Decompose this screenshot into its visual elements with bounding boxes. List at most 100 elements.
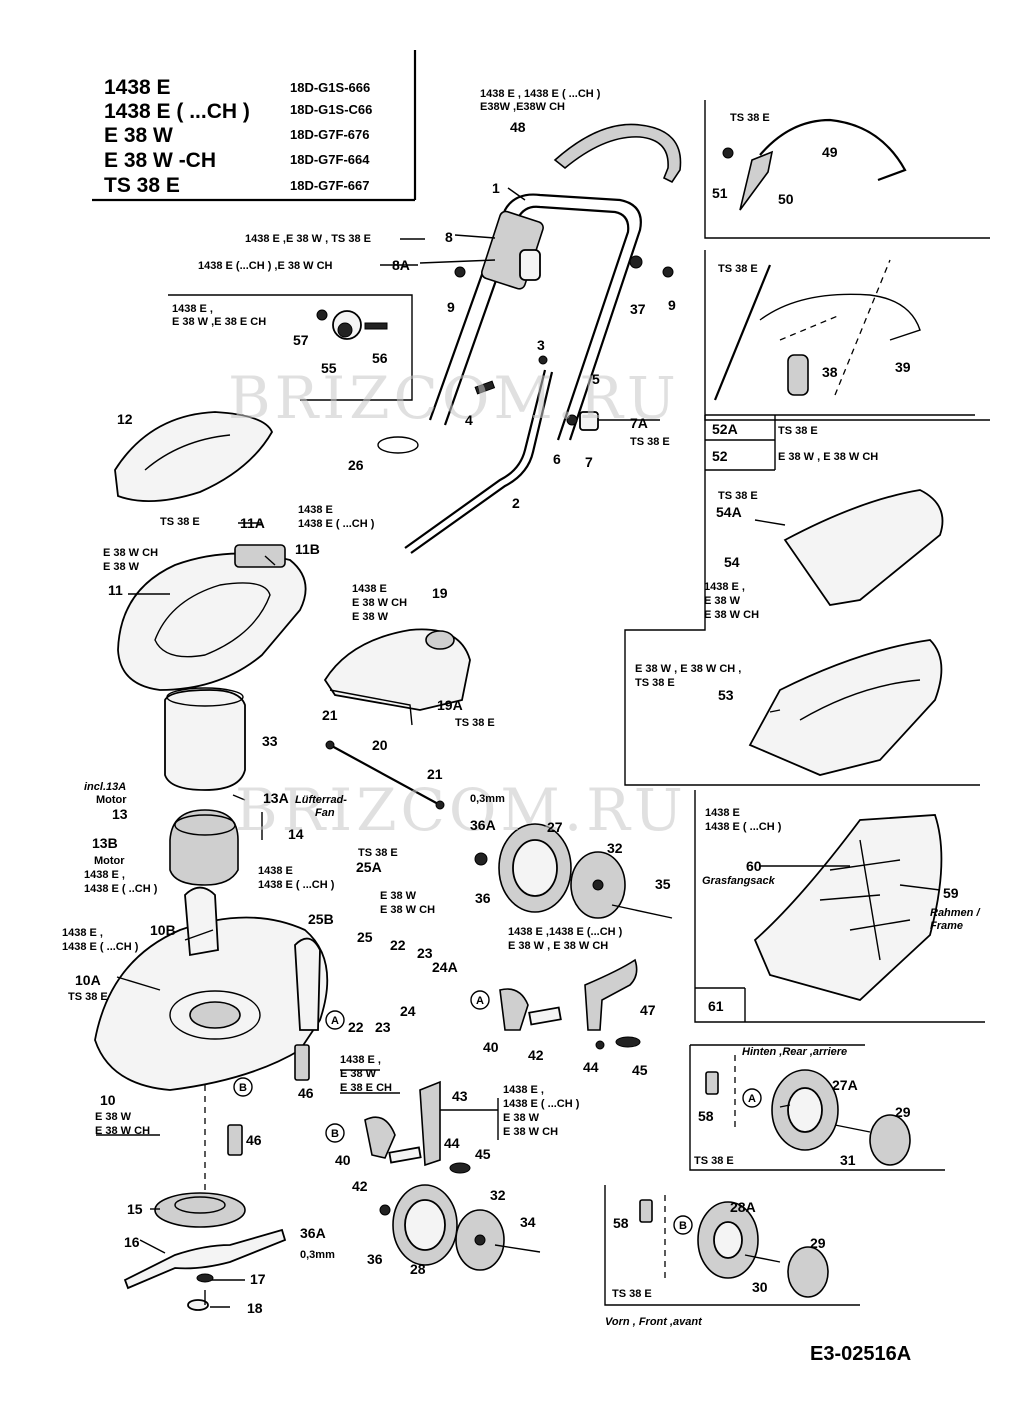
catcher-lid: [783, 489, 944, 606]
svg-text:TS 38 E: TS 38 E: [718, 490, 758, 502]
svg-text:Grasfangsack: Grasfangsack: [702, 875, 776, 887]
svg-text:E 38 W CH: E 38 W CH: [503, 1126, 558, 1138]
svg-text:E 38 W CH: E 38 W CH: [352, 597, 407, 609]
svg-text:1438 E ,: 1438 E ,: [704, 581, 745, 593]
svg-text:9: 9: [668, 297, 676, 313]
svg-text:22: 22: [348, 1019, 364, 1035]
svg-text:incl.13A: incl.13A: [84, 781, 126, 793]
svg-text:26: 26: [348, 457, 364, 473]
knob-box: [168, 294, 413, 401]
svg-text:E 38 W: E 38 W: [352, 611, 389, 623]
model-code: 18D-G7F-676: [290, 127, 369, 142]
svg-text:50: 50: [778, 191, 794, 207]
svg-text:A: A: [748, 1093, 756, 1105]
svg-text:TS 38 E: TS 38 E: [612, 1288, 652, 1300]
svg-text:8: 8: [445, 229, 453, 245]
svg-text:6: 6: [553, 451, 561, 467]
model-table: 1438 E 18D-G1S-666 1438 E ( ...CH ) 18D-…: [92, 50, 417, 202]
svg-text:47: 47: [640, 1002, 656, 1018]
svg-text:1438 E ,: 1438 E ,: [172, 303, 213, 315]
svg-text:37: 37: [630, 301, 646, 317]
svg-text:1438 E: 1438 E: [705, 807, 740, 819]
svg-text:Frame: Frame: [930, 920, 963, 932]
svg-text:59: 59: [943, 885, 959, 901]
ref-circles: A A A B B B: [233, 990, 762, 1235]
svg-text:1438 E: 1438 E: [298, 504, 333, 516]
svg-text:38: 38: [822, 364, 838, 380]
svg-text:E 38 W CH: E 38 W CH: [704, 609, 759, 621]
svg-text:16: 16: [124, 1234, 140, 1250]
svg-text:E 38 E CH: E 38 E CH: [340, 1082, 392, 1094]
svg-text:40: 40: [483, 1039, 499, 1055]
svg-text:TS 38 E: TS 38 E: [630, 436, 670, 448]
svg-text:E 38 W: E 38 W: [503, 1112, 540, 1124]
svg-text:0,3mm: 0,3mm: [300, 1249, 335, 1261]
switch-lever: [519, 249, 541, 281]
svg-text:2: 2: [512, 495, 520, 511]
svg-text:24: 24: [400, 1003, 416, 1019]
svg-text:42: 42: [528, 1047, 544, 1063]
svg-text:39: 39: [895, 359, 911, 375]
svg-text:E 38 W: E 38 W: [380, 890, 417, 902]
svg-text:E 38 W CH: E 38 W CH: [380, 904, 435, 916]
wheel-27a: [771, 1069, 911, 1166]
svg-text:10: 10: [100, 1092, 116, 1108]
svg-text:1438 E ,E 38 W , TS 38 E: 1438 E ,E 38 W , TS 38 E: [245, 233, 371, 245]
svg-text:32: 32: [607, 840, 623, 856]
svg-text:TS 38 E: TS 38 E: [160, 516, 200, 528]
svg-text:E 38 W ,E 38 E CH: E 38 W ,E 38 E CH: [172, 316, 266, 328]
drawing-number: E3-02516A: [810, 1343, 911, 1365]
svg-text:36: 36: [475, 890, 491, 906]
svg-text:1438 E ,: 1438 E ,: [340, 1054, 381, 1066]
svg-text:Motor: Motor: [96, 794, 127, 806]
svg-text:E 38 W: E 38 W: [103, 561, 140, 573]
svg-text:E 38 W: E 38 W: [95, 1111, 132, 1123]
svg-text:24A: 24A: [432, 959, 458, 975]
svg-text:17: 17: [250, 1271, 266, 1287]
svg-text:0,3mm: 0,3mm: [470, 793, 505, 805]
svg-text:TS 38 E: TS 38 E: [635, 677, 675, 689]
lower-handle: [404, 369, 554, 554]
svg-text:Lüfterrad-: Lüfterrad-: [295, 794, 347, 806]
svg-text:13: 13: [112, 806, 128, 822]
svg-text:31: 31: [840, 1152, 856, 1168]
svg-text:35: 35: [655, 876, 671, 892]
svg-text:B: B: [331, 1128, 339, 1140]
upper-handle: [428, 193, 643, 441]
svg-text:1438 E ( ...CH ): 1438 E ( ...CH ): [62, 941, 139, 953]
svg-text:55: 55: [321, 360, 337, 376]
svg-text:A: A: [476, 995, 484, 1007]
svg-text:1438 E: 1438 E: [258, 865, 293, 877]
part-numbers: 1 2 3 4 5 6 7 7A 8 8A 9 9 10 10A 10B 11 …: [75, 119, 959, 1316]
svg-text:12: 12: [117, 411, 133, 427]
svg-text:1438 E ( ..CH ): 1438 E ( ..CH ): [84, 883, 158, 895]
svg-text:42: 42: [352, 1178, 368, 1194]
deflector-cover: [323, 628, 471, 726]
svg-text:1438 E ( ...CH ): 1438 E ( ...CH ): [503, 1098, 580, 1110]
svg-text:28A: 28A: [730, 1199, 756, 1215]
wheel-27: [474, 823, 673, 919]
motor: [169, 809, 263, 886]
svg-text:58: 58: [698, 1108, 714, 1124]
grip-48: [553, 123, 682, 184]
svg-text:4: 4: [465, 412, 473, 428]
svg-text:TS 38 E: TS 38 E: [455, 717, 495, 729]
svg-text:1438 E ,: 1438 E ,: [84, 869, 125, 881]
svg-text:48: 48: [510, 119, 526, 135]
svg-text:1438 E (...CH ) ,E 38 W CH: 1438 E (...CH ) ,E 38 W CH: [198, 260, 333, 272]
svg-text:43: 43: [452, 1088, 468, 1104]
side-cover: [114, 411, 274, 503]
svg-text:58: 58: [613, 1215, 629, 1231]
svg-text:18: 18: [247, 1300, 263, 1316]
model-name: TS 38 E: [104, 174, 180, 197]
watermark: BRIZCOM.RU: [228, 364, 680, 432]
svg-text:27A: 27A: [832, 1077, 858, 1093]
svg-text:10B: 10B: [150, 922, 176, 938]
svg-text:36A: 36A: [470, 817, 496, 833]
svg-text:13B: 13B: [92, 835, 118, 851]
svg-text:25B: 25B: [308, 911, 334, 927]
svg-text:23: 23: [417, 945, 433, 961]
svg-text:11: 11: [108, 582, 123, 598]
wheel-28a: [697, 1201, 829, 1298]
